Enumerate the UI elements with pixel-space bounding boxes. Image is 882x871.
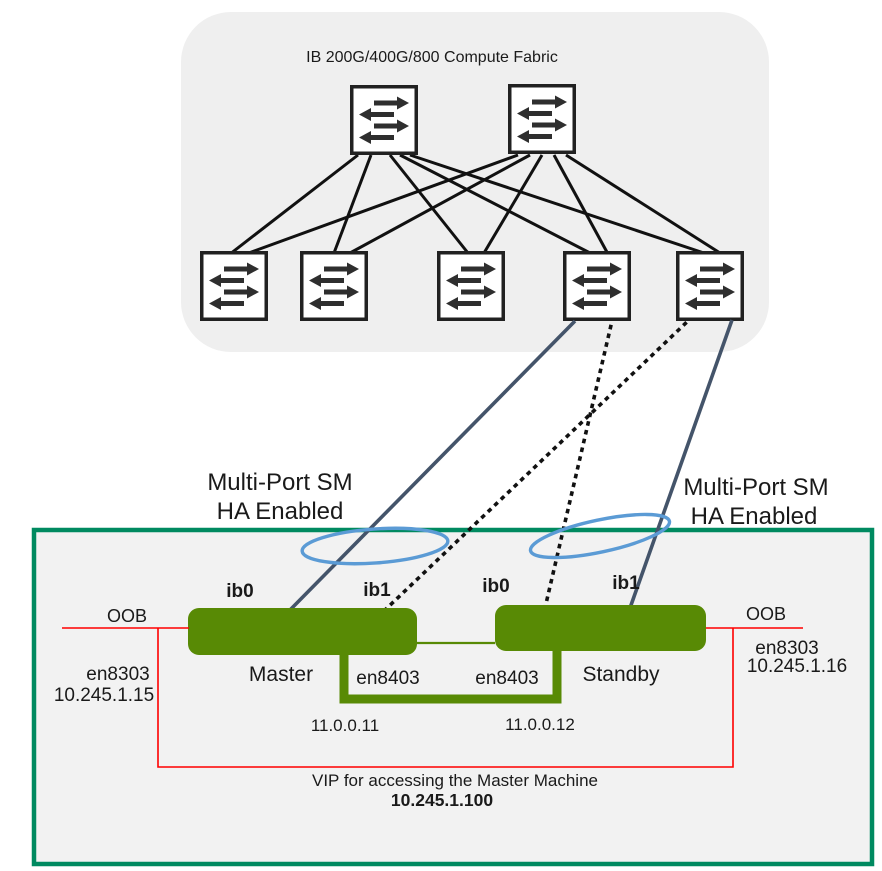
sm-ha-label-right-line2: HA Enabled: [691, 503, 818, 530]
master-oob-ip: 10.245.1.15: [54, 685, 154, 706]
fabric-title: IB 200G/400G/800 Compute Fabric: [306, 49, 558, 66]
standby-oob-label: OOB: [746, 604, 786, 624]
standby-ib0-label: ib0: [482, 576, 509, 597]
spine1-leaf2-link: [332, 154, 373, 254]
standby-oob-ip: 10.245.1.16: [747, 656, 847, 677]
standby-node-box: [495, 605, 706, 651]
sm-ha-label-left-line1: Multi-Port SM: [207, 469, 352, 496]
vip-caption: VIP for accessing the Master Machine: [312, 771, 598, 790]
spine2-leaf2-link: [349, 153, 531, 255]
spine2-leaf5-link: [565, 153, 721, 255]
vip-ip: 10.245.1.100: [391, 790, 493, 810]
en8403-ha-link: [339, 649, 562, 704]
standby-node-label: Standby: [582, 663, 660, 686]
leaf-switch-icon: [202, 253, 267, 320]
leaf-switch-icon: [302, 253, 367, 320]
spine1-leaf5-link: [409, 153, 705, 255]
standby-ib1-leaf5-link: [628, 319, 734, 609]
leaf-switch-icon: [678, 253, 743, 320]
master-node-label: Master: [249, 663, 313, 686]
spine-switch-icon: [352, 87, 417, 154]
spine1-leaf4-link: [399, 153, 593, 256]
sm-ha-ellipse-right: [528, 512, 672, 560]
spine2-leaf1-link: [245, 153, 519, 256]
leaf-switch-icon: [565, 253, 630, 320]
spine1-leaf3-link: [388, 154, 470, 254]
master-ha-ip: 11.0.0.11: [311, 716, 379, 735]
sm-ha-ellipse-left: [300, 526, 450, 566]
spine-switch-icon: [510, 86, 575, 153]
master-ib0-label: ib0: [226, 581, 253, 602]
fabric-links: [229, 153, 721, 256]
master-oob-iface: en8303: [86, 664, 149, 685]
standby-ib0-leaf4-link: [542, 318, 615, 611]
standby-oob-iface: en8303: [755, 638, 818, 659]
sm-ha-label-left-line2: HA Enabled: [217, 498, 344, 525]
spine2-leaf3-link: [482, 154, 544, 254]
master-ib1-label: ib1: [363, 580, 391, 601]
master-ha-iface: en8403: [356, 668, 419, 689]
sm-ha-label-right-line1: Multi-Port SM: [683, 474, 828, 501]
leaf-switch-icon: [439, 253, 504, 320]
spine1-leaf1-link: [229, 153, 359, 256]
master-node-box: [188, 608, 417, 655]
vip-loop-line: [157, 628, 734, 768]
standby-ib1-label: ib1: [612, 573, 640, 594]
master-ib1-leaf5-link: [382, 317, 692, 613]
standby-ha-ip: 11.0.0.12: [505, 715, 575, 734]
master-oob-label: OOB: [107, 606, 147, 626]
spine2-leaf4-link: [552, 154, 610, 255]
standby-ha-iface: en8403: [475, 668, 538, 689]
